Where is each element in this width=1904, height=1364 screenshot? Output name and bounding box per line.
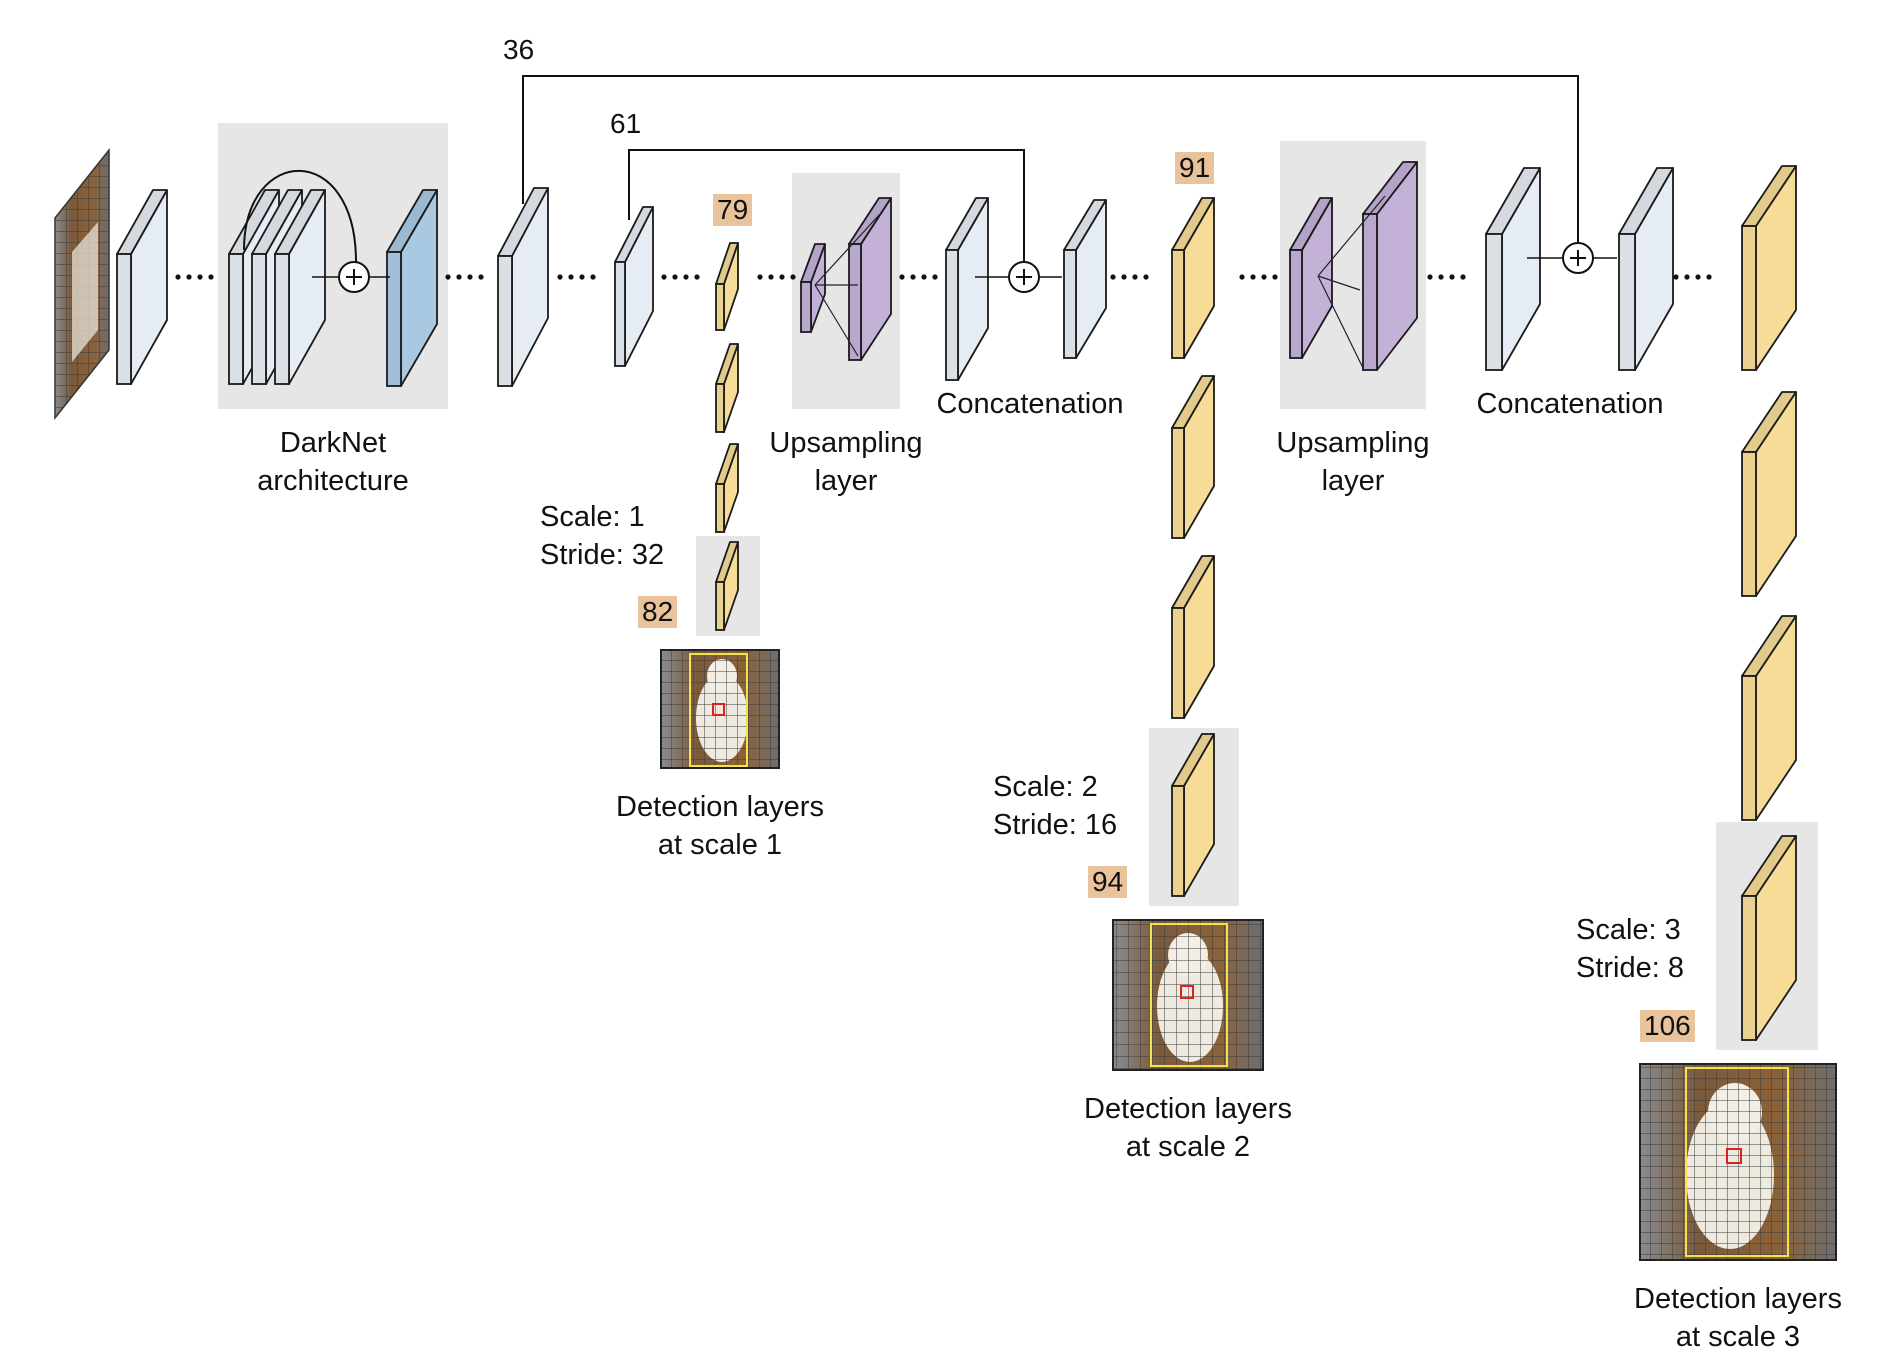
conv-layer (945, 197, 989, 381)
ellipsis-dots (175, 274, 1712, 280)
detection-layer (1741, 165, 1797, 371)
upsampling-input (1289, 197, 1333, 359)
layer-106-badge: 106 (1640, 1010, 1695, 1042)
ellipsis-dot (456, 274, 462, 280)
conv-layer-36 (497, 187, 549, 387)
detection-layer-106 (1741, 835, 1797, 1041)
ellipsis-dot (1460, 274, 1466, 280)
ellipsis-dot (568, 274, 574, 280)
ellipsis-dot (1250, 274, 1256, 280)
ellipsis-dot (467, 274, 473, 280)
ellipsis-dot (208, 274, 214, 280)
upsampling-output (848, 197, 892, 361)
upsampling-fan-lines (814, 195, 1386, 369)
ellipsis-dot (1143, 274, 1149, 280)
ellipsis-dot (557, 274, 563, 280)
concatenation-1-label: Concatenation (936, 388, 1124, 420)
ellipsis-dot (579, 274, 585, 280)
dog-image-thumbnail (660, 649, 780, 769)
ellipsis-dot (921, 274, 927, 280)
plus-circle-icon (1562, 242, 1594, 274)
ellipsis-dot (1110, 274, 1116, 280)
detection-layer-91 (1171, 197, 1215, 359)
detection-layer (715, 343, 739, 433)
darknet-residual-arc (243, 169, 357, 263)
ellipsis-dot (1427, 274, 1433, 280)
ellipsis-dot (1132, 274, 1138, 280)
ellipsis-dot (779, 274, 785, 280)
input-image (54, 147, 110, 421)
conv-layer (116, 189, 168, 385)
layer-94-badge: 94 (1088, 866, 1128, 898)
ellipsis-dot (694, 274, 700, 280)
layer-79-badge: 79 (713, 194, 753, 226)
ellipsis-dot (1706, 274, 1712, 280)
concatenation-2-label: Concatenation (1476, 388, 1664, 420)
ellipsis-dot (1239, 274, 1245, 280)
skip-61-line (628, 149, 1025, 262)
layer-61-label: 61 (610, 108, 642, 139)
layer-36-label: 36 (503, 34, 535, 65)
plus-circle-icon (1008, 261, 1040, 293)
ellipsis-dot (672, 274, 678, 280)
ellipsis-dot (1438, 274, 1444, 280)
ellipsis-dot (186, 274, 192, 280)
layer-91-badge: 91 (1175, 152, 1215, 184)
ellipsis-dot (661, 274, 667, 280)
detection-layer (715, 443, 739, 533)
layer-82-badge: 82 (638, 596, 678, 628)
ellipsis-dot (1695, 274, 1701, 280)
skip-36-line (522, 75, 1579, 243)
ellipsis-dot (1121, 274, 1127, 280)
upsampling-input (800, 243, 826, 333)
skip-connections (522, 75, 1579, 262)
darknet-conv-layer (274, 189, 326, 385)
darknet-residual-output (386, 189, 438, 387)
ellipsis-dot (478, 274, 484, 280)
ellipsis-dot (175, 274, 181, 280)
ellipsis-dot (768, 274, 774, 280)
conv-layer-61 (614, 206, 654, 367)
plus-circle-icon (338, 261, 370, 293)
concatenated-conv-layer (1618, 167, 1674, 371)
ellipsis-dot (445, 274, 451, 280)
ellipsis-dot (1261, 274, 1267, 280)
detection-layer (1171, 555, 1215, 719)
layer-prisms (116, 161, 1797, 1041)
ellipsis-dot (899, 274, 905, 280)
concatenated-conv-layer (1063, 199, 1107, 359)
ellipsis-dot (1272, 274, 1278, 280)
dog-image-thumbnail (1639, 1063, 1837, 1261)
detection-layer (1741, 615, 1797, 821)
detection-layer (1741, 391, 1797, 597)
ellipsis-dot (790, 274, 796, 280)
upsampling-output (1362, 161, 1418, 371)
detection-layer-94 (1171, 733, 1215, 897)
ellipsis-dot (932, 274, 938, 280)
detection-layer (1171, 375, 1215, 539)
ellipsis-dot (683, 274, 689, 280)
ellipsis-dot (910, 274, 916, 280)
ellipsis-dot (1449, 274, 1455, 280)
detection-layer-82 (715, 541, 739, 631)
ellipsis-dot (590, 274, 596, 280)
connector-lines (312, 257, 1617, 278)
ellipsis-dot (1684, 274, 1690, 280)
conv-layer (1485, 167, 1541, 371)
ellipsis-dot (757, 274, 763, 280)
ellipsis-dot (197, 274, 203, 280)
dog-image-thumbnail (1112, 919, 1264, 1071)
ellipsis-dot (1673, 274, 1679, 280)
detection-layer (715, 242, 739, 331)
